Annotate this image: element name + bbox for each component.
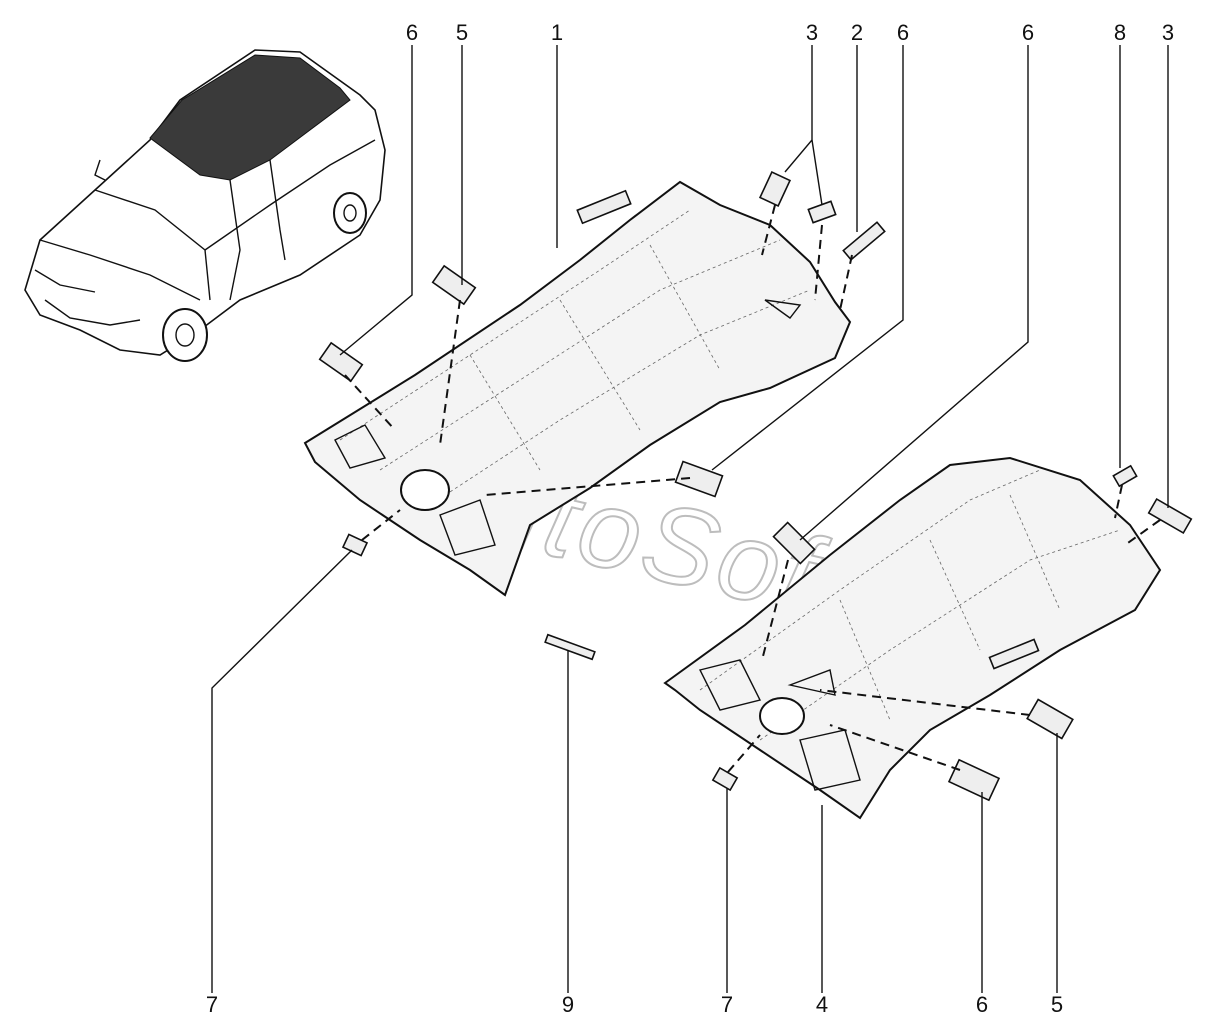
strip-9	[544, 633, 596, 661]
pad-5-lower	[1026, 698, 1074, 740]
callout-labels: 6 5 1 3 2 6 6 8 3 7 9 7 4 6 5	[206, 20, 1174, 1017]
callout-6: 6	[406, 20, 418, 45]
pad-6-lower-top	[772, 521, 816, 565]
callout-3: 3	[806, 20, 818, 45]
callout-5: 5	[456, 20, 468, 45]
loose-parts	[318, 171, 1193, 802]
pad-6-lower-bottom	[947, 758, 1001, 802]
callout-3: 3	[1162, 20, 1174, 45]
callout-7: 7	[721, 992, 733, 1017]
headliner-lower	[663, 456, 1162, 820]
pad-3-b	[807, 200, 837, 224]
callout-8: 8	[1114, 20, 1126, 45]
strip-2	[842, 221, 886, 261]
callout-9: 9	[562, 992, 574, 1017]
clip-8	[1112, 464, 1138, 488]
pad-6-upper-right	[674, 460, 724, 498]
callout-6: 6	[976, 992, 988, 1017]
pad-6-upper-left	[318, 341, 364, 383]
callout-1: 1	[551, 20, 563, 45]
car-thumbnail	[24, 49, 386, 362]
clip-7-lower	[711, 766, 739, 792]
headliner-upper	[303, 180, 852, 597]
callout-4: 4	[816, 992, 828, 1017]
callout-6: 6	[1022, 20, 1034, 45]
callout-6: 6	[897, 20, 909, 45]
callout-7: 7	[206, 992, 218, 1017]
callout-5: 5	[1051, 992, 1063, 1017]
assembly-arrows	[344, 204, 1161, 773]
callout-2: 2	[851, 20, 863, 45]
pad-5-upper	[431, 264, 477, 306]
pad-3-right	[1147, 497, 1193, 535]
leader-lines	[211, 45, 1169, 993]
clip-7-upper	[341, 533, 369, 557]
pad-3-a	[758, 171, 792, 207]
